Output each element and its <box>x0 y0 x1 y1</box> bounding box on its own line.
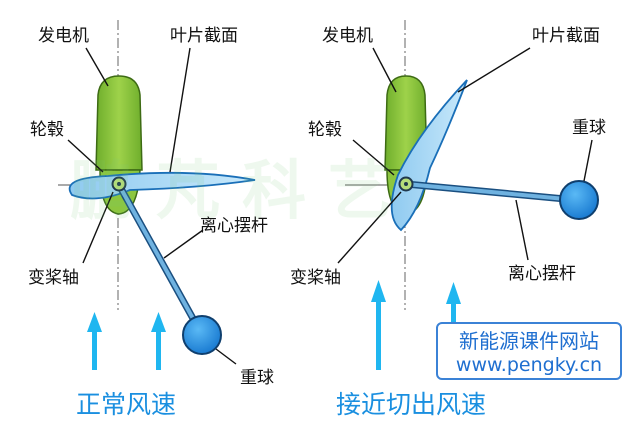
right-label-hub: 轮毂 <box>308 120 342 140</box>
left-weight-ball <box>182 315 222 355</box>
right-label-pendulum-rod: 离心摆杆 <box>508 264 576 284</box>
left-label-hub: 轮毂 <box>30 120 64 140</box>
left-label-blade-section: 叶片截面 <box>170 26 238 46</box>
watermark-site-url: www.pengky.cn <box>455 354 603 376</box>
right-label-pitch-axis: 变桨轴 <box>290 268 341 288</box>
left-label-pitch-axis: 变桨轴 <box>28 268 79 288</box>
right-label-weight-ball: 重球 <box>572 118 606 138</box>
site-watermark-box: 新能源课件网站 www.pengky.cn <box>436 322 622 380</box>
right-wind-arrows <box>371 280 461 370</box>
right-label-generator: 发电机 <box>322 26 373 46</box>
left-panel <box>58 20 256 370</box>
left-label-weight-ball: 重球 <box>240 368 274 388</box>
left-rod-inner <box>117 183 203 335</box>
left-generator <box>95 75 143 171</box>
left-label-pendulum-rod: 离心摆杆 <box>200 216 268 236</box>
left-caption: 正常风速 <box>76 390 177 419</box>
right-label-blade-section: 叶片截面 <box>532 26 600 46</box>
watermark-site-name: 新能源课件网站 <box>459 329 599 353</box>
right-weight-ball <box>559 180 599 220</box>
faint-watermark: 鹏芃科艺 <box>70 155 414 229</box>
left-label-generator: 发电机 <box>38 26 89 46</box>
left-wind-arrows <box>87 312 166 370</box>
right-caption: 接近切出风速 <box>336 390 487 419</box>
right-rod-inner <box>404 182 578 202</box>
right-panel <box>337 20 599 370</box>
